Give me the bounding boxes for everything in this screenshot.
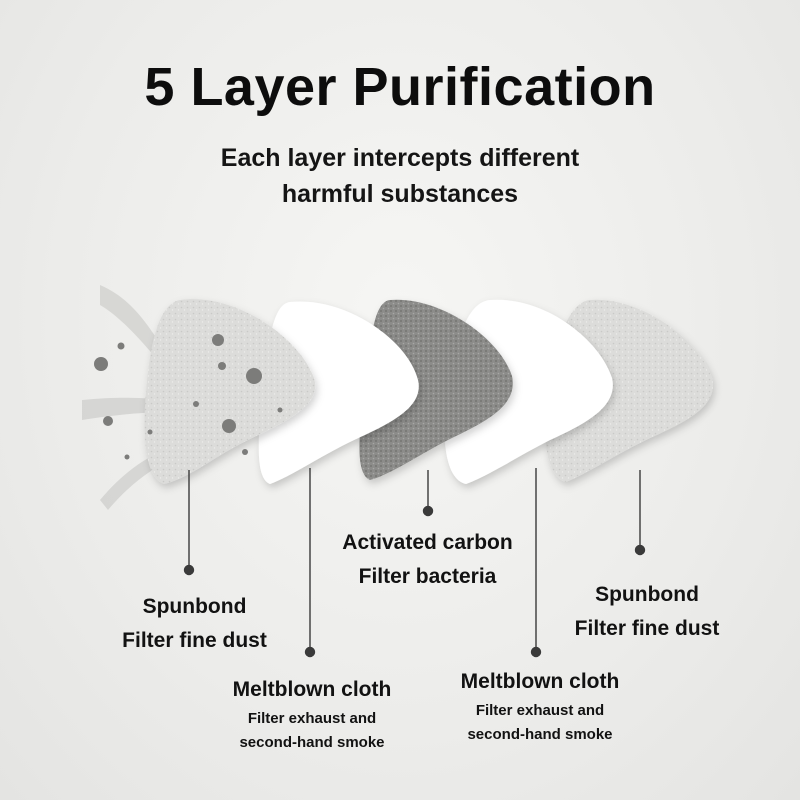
subtitle-line-1: Each layer intercepts different: [220, 144, 580, 172]
label-layer-5: Spunbond Filter fine dust: [562, 578, 732, 646]
layer-1-spunbond: [144, 299, 316, 484]
subtitle: Each layer intercepts different harmful …: [0, 140, 800, 212]
pointer-dot-layer-5: [634, 544, 646, 556]
label-layer-1-name: Spunbond: [142, 595, 247, 618]
particle: [242, 449, 248, 455]
label-layer-4-function: Filter exhaust and: [475, 702, 605, 719]
particle: [222, 419, 236, 433]
particle: [218, 362, 226, 370]
particle: [117, 342, 125, 350]
layer-3-activated-carbon: [359, 299, 513, 480]
label-layer-2-function: Filter exhaust and: [247, 710, 377, 727]
pointer-dot-layer-1: [183, 564, 195, 576]
pointer-lines: [183, 468, 646, 658]
label-layer-4: Meltblown cloth Filter exhaust and secon…: [440, 665, 640, 747]
label-layer-1: Spunbond Filter fine dust: [112, 590, 277, 658]
label-layer-1-function: Filter fine dust: [122, 629, 267, 652]
pointer-dot-layer-3: [422, 505, 434, 517]
label-layer-3-function: Filter bacteria: [358, 565, 497, 588]
particle: [94, 357, 108, 371]
subtitle-line-2: harmful substances: [281, 180, 519, 208]
particle: [124, 454, 130, 460]
label-layer-3: Activated carbon Filter bacteria: [325, 526, 530, 594]
pollutant-particles: [94, 334, 283, 460]
label-layer-3-name: Activated carbon: [342, 531, 513, 554]
label-layer-4-function-cont: second-hand smoke: [467, 726, 613, 743]
label-layer-5-name: Spunbond: [595, 583, 699, 606]
particle: [147, 429, 153, 435]
particle: [212, 334, 224, 346]
label-layer-5-function: Filter fine dust: [574, 617, 720, 640]
particle: [193, 401, 199, 407]
label-layer-2-function-cont: second-hand smoke: [239, 734, 385, 751]
particle: [103, 416, 113, 426]
pointer-dot-layer-4: [530, 646, 542, 658]
page-title: 5 Layer Purification: [144, 57, 656, 117]
layer-2-meltblown: [258, 301, 419, 484]
particle: [246, 368, 262, 384]
label-layer-2: Meltblown cloth Filter exhaust and secon…: [212, 673, 412, 755]
pointer-dot-layer-2: [304, 646, 316, 658]
label-layer-2-name: Meltblown cloth: [232, 678, 392, 701]
label-layer-4-name: Meltblown cloth: [460, 670, 620, 693]
particle: [277, 407, 283, 413]
